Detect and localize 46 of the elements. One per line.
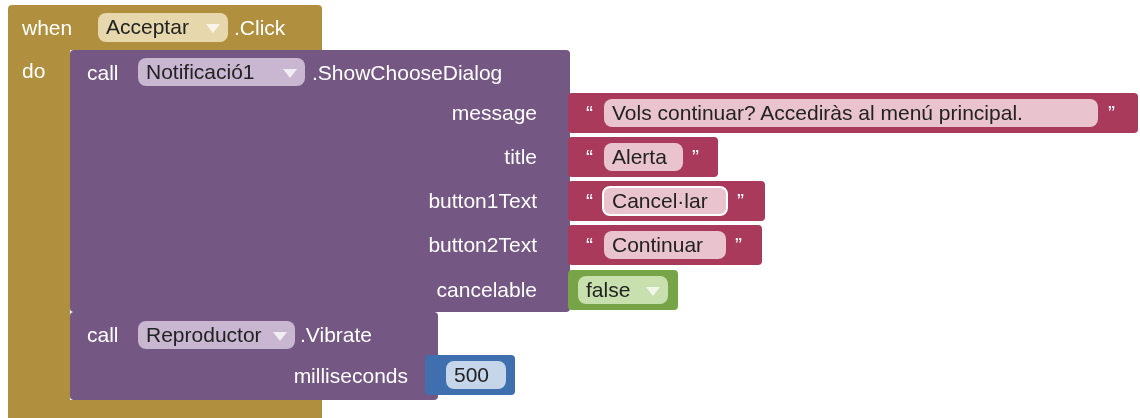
parameter-label: button2Text xyxy=(428,233,537,257)
text-field xyxy=(604,99,1098,127)
parameter-label: milliseconds xyxy=(293,364,408,388)
quote-mark: ” xyxy=(692,145,699,169)
value-label: Notificació1 xyxy=(146,60,255,84)
quote-mark: ” xyxy=(735,233,742,257)
quote-mark: “ xyxy=(586,189,593,213)
value-label: Reproductor xyxy=(146,323,262,347)
value-label: Continuar xyxy=(612,233,704,257)
quote-mark: ” xyxy=(1108,101,1115,125)
method-call-block xyxy=(70,50,570,312)
parameter-label: title xyxy=(504,145,537,169)
method-call-block xyxy=(70,312,438,400)
keyword-label: call xyxy=(87,61,119,85)
boolean-block xyxy=(568,270,678,310)
event-name-label: .Click xyxy=(234,16,286,40)
value-label: false xyxy=(586,278,631,302)
quote-mark: ” xyxy=(737,189,744,213)
dropdown-field xyxy=(98,13,228,42)
keyword-label: when xyxy=(22,16,73,40)
parameter-label: message xyxy=(451,101,537,125)
number-block xyxy=(425,355,515,395)
quote-mark: “ xyxy=(586,233,593,257)
text-field xyxy=(604,143,683,171)
number-field: 500 xyxy=(446,361,506,389)
value-label: Alerta xyxy=(612,145,667,169)
keyword-label: do xyxy=(22,59,46,83)
keyword-label: call xyxy=(87,323,119,347)
text-field xyxy=(602,186,728,216)
text-field xyxy=(604,231,726,259)
text-string-block xyxy=(568,137,718,177)
quote-mark: “ xyxy=(586,145,593,169)
method-name-label: .Vibrate xyxy=(300,323,372,347)
text-string-block xyxy=(568,225,762,265)
parameter-label: cancelable xyxy=(436,278,537,302)
quote-mark: “ xyxy=(586,101,593,125)
dropdown-field xyxy=(578,276,668,304)
dropdown-field xyxy=(138,321,295,349)
text-string-block xyxy=(568,181,765,221)
value-label: Vols continuar? Accediràs al menú principal. xyxy=(612,101,1023,125)
dropdown-field xyxy=(138,58,305,86)
value-label: Cancel·lar xyxy=(612,189,708,213)
parameter-label: button1Text xyxy=(428,189,537,213)
method-name-label: .ShowChooseDialog xyxy=(312,61,503,85)
text-string-block xyxy=(568,93,1138,133)
value-label: Acceptar xyxy=(106,15,189,39)
